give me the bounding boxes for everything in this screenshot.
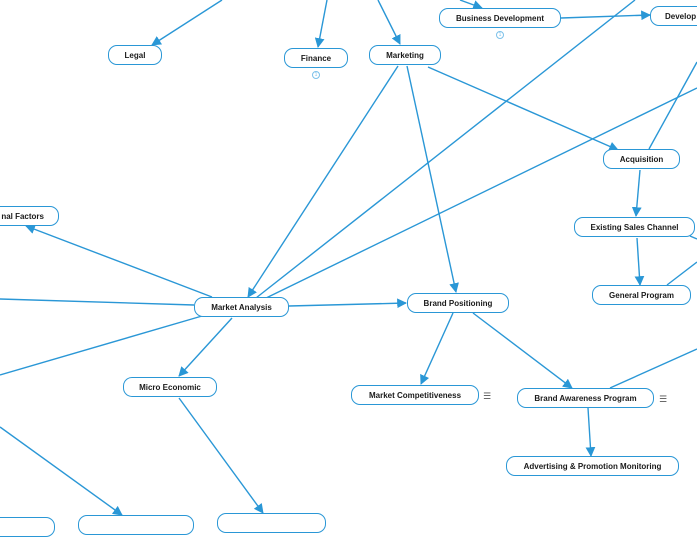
edge-market-analysis-right [261,87,697,301]
mindmap-connectors [0,0,697,516]
edge-marketing-acquisition [427,66,619,151]
edge-market-analysis-left-lower [0,315,203,376]
edge-acquisition-offscreen [648,61,697,150]
edge-market-analysis-micro [178,317,233,377]
edge-acquisition-existing-sales [631,169,642,217]
edge-micro-lower [178,397,264,514]
node-advertising-promotion-monitoring[interactable]: Advertising & Promotion Monitoring [506,456,679,476]
edge-brand-positioning-awareness [472,312,573,389]
node-bottom-right-partial[interactable] [217,513,326,533]
collapse-badge-icon[interactable]: 1 [312,71,320,79]
edge-parent-marketing [377,0,401,45]
edge-brand-positioning-competitiveness [420,312,454,385]
node-finance[interactable]: Finance [284,48,348,68]
node-bottom-left-partial[interactable] [0,517,55,537]
edge-existing-sales-general [634,237,645,286]
node-brand-positioning[interactable]: Brand Positioning [407,293,509,313]
note-icon[interactable]: ☰ [659,394,668,404]
node-marketing[interactable]: Marketing [369,45,441,65]
node-development[interactable]: Develop [650,6,697,26]
edge-awareness-offscreen [609,348,697,389]
node-business-development[interactable]: Business Development [439,8,561,28]
edge-market-analysis-top-right [255,0,636,299]
edge-bizdev-develop [560,10,651,21]
node-bottom-mid-partial[interactable] [78,515,194,535]
edge-awareness-advertising [585,407,596,457]
note-icon[interactable]: ☰ [483,391,492,401]
edge-marketing-brand-positioning [406,65,459,293]
edge-parent-bizdev [459,0,483,10]
edge-market-analysis-external [25,224,213,298]
node-market-competitiveness[interactable]: Market Competitiveness [351,385,479,405]
edge-parent-legal [151,0,223,46]
edge-left-lower-node [0,426,123,516]
edge-market-analysis-brand-positioning [288,298,407,309]
node-external-factors[interactable]: nal Factors [0,206,59,226]
collapse-badge-icon[interactable]: 1 [496,31,504,39]
edge-market-analysis-left [0,298,195,306]
node-market-analysis[interactable]: Market Analysis [194,297,289,317]
edge-general-offscreen [666,261,697,286]
node-brand-awareness-program[interactable]: Brand Awareness Program [517,388,654,408]
node-micro-economic[interactable]: Micro Economic [123,377,217,397]
edge-parent-finance [314,0,328,48]
edge-marketing-market-analysis [247,65,399,298]
node-legal[interactable]: Legal [108,45,162,65]
node-existing-sales-channel[interactable]: Existing Sales Channel [574,217,695,237]
node-acquisition[interactable]: Acquisition [603,149,680,169]
edge-existing-sales-offscreen [689,235,697,240]
node-general-program[interactable]: General Program [592,285,691,305]
